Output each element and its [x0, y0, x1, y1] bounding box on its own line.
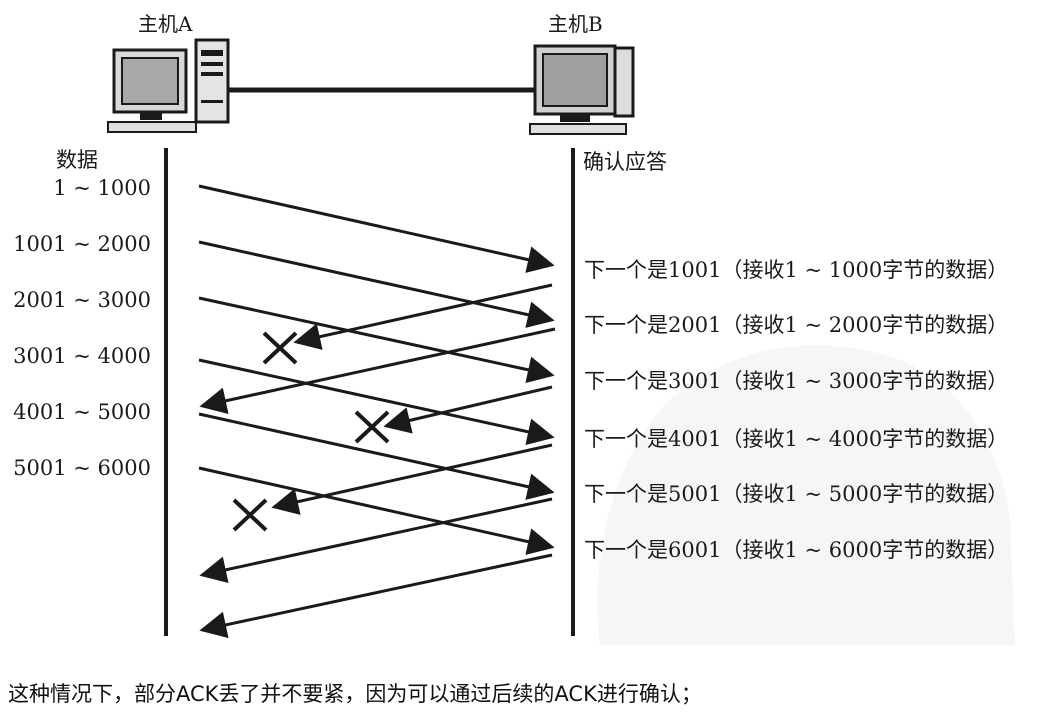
data-arrow-2	[198, 240, 555, 328]
data-arrow-1	[198, 184, 555, 273]
ack-arrow-2	[199, 327, 556, 415]
host-a-computer-icon	[107, 38, 230, 133]
lost-markers	[232, 331, 390, 532]
data-header: 数据	[56, 148, 98, 172]
data-arrows	[198, 184, 555, 555]
data-arrow-3	[198, 296, 555, 384]
ack-arrow-5	[199, 497, 553, 584]
data-arrow-5	[198, 412, 555, 500]
ack-message: 下一个是1001（接收1 ~ 1000字节的数据）	[584, 258, 1009, 282]
ack-header: 确认应答	[583, 150, 667, 174]
host-a-label: 主机A	[138, 12, 193, 36]
ack-arrow-1-lost	[293, 283, 553, 350]
lost-x-icon-3	[232, 498, 268, 532]
ack-arrows	[199, 283, 556, 639]
ack-arrow-6	[199, 553, 553, 639]
ack-message: 下一个是2001（接收1 ~ 2000字节的数据）	[584, 313, 1009, 337]
data-segment-label: 2001 ~ 3000	[13, 288, 151, 312]
data-arrow-4	[198, 358, 555, 446]
data-segment-label: 1001 ~ 2000	[13, 232, 151, 256]
lost-x-icon-1	[262, 331, 298, 365]
watermark	[597, 345, 1015, 645]
host-b-label: 主机B	[548, 12, 603, 36]
sequence-diagram	[107, 38, 1015, 645]
data-arrow-6	[198, 466, 555, 555]
ack-message: 下一个是6001（接收1 ~ 6000字节的数据）	[584, 538, 1009, 562]
data-segment-label: 4001 ~ 5000	[13, 400, 151, 424]
data-segment-label: 3001 ~ 4000	[13, 344, 151, 368]
caption-text: 这种情况下，部分ACK丢了并不要紧，因为可以通过后续的ACK进行确认；	[8, 682, 702, 706]
ack-arrow-3-lost	[383, 385, 553, 434]
data-segment-label: 5001 ~ 6000	[13, 456, 151, 480]
lost-x-icon-2	[354, 410, 390, 444]
ack-message: 下一个是5001（接收1 ~ 5000字节的数据）	[584, 482, 1009, 506]
ack-message: 下一个是3001（接收1 ~ 3000字节的数据）	[584, 369, 1009, 393]
ack-arrow-4	[271, 443, 553, 515]
ack-message: 下一个是4001（接收1 ~ 4000字节的数据）	[584, 427, 1009, 451]
host-b-computer-icon	[529, 44, 635, 135]
data-segment-label: 1 ~ 1000	[53, 176, 151, 200]
